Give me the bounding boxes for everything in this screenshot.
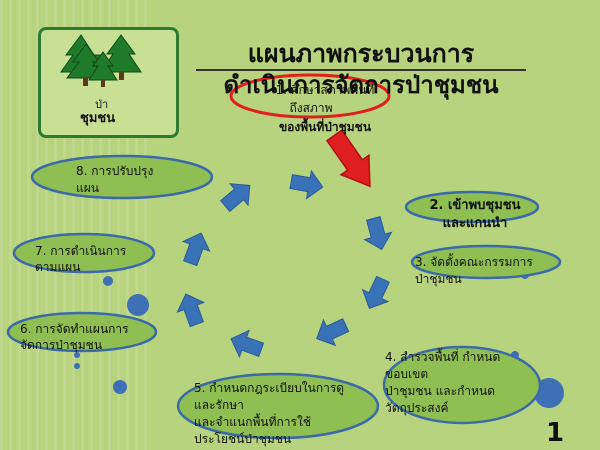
step-3-ellipse [410,244,562,280]
step-2-ellipse [404,190,540,224]
arrow-icon [176,293,206,328]
step-8-line2: แผน [76,181,99,195]
step-4-line1: 4. สำรวจพื้นที่ กำหนด [385,350,501,364]
logo-line1: ป่า [95,98,109,111]
tree-icon [60,34,142,87]
step-7-line1: 7. การดำเนินการ [35,244,127,258]
dot [534,378,564,408]
step-8-line1: 8. การปรับปรุง [76,164,154,178]
logo-box [38,27,179,138]
step-1-line2: ถึงสภาพ [289,101,333,115]
step-4-line4: วัตถุประสงค์ [385,401,449,415]
step-8-ellipse [30,154,214,200]
highlight-ring [229,73,391,119]
step-4-line3: ป่าชุมชน และกำหนด [385,384,496,398]
page-number: 1 [546,418,565,448]
step-5-line3: และจำแนกพื้นที่การใช้ [194,415,311,429]
step-1-line1: 1. ศึกษาสภาพพื้นที่ [275,83,375,97]
step-6-line2: จัดการป่าชุมชน [20,338,103,352]
step-7-line2: ตามแผน [35,260,81,274]
step-3-line1: 3. จัดตั้งคณะกรรมการ [415,255,533,269]
step-5-line2: และรักษา [194,398,244,412]
arrow-icon [181,232,211,267]
step-1-line3: ของพื้นที่ป่าชุมชน [278,120,372,134]
dot [74,352,80,358]
dot [127,294,149,316]
arrow-icon [220,183,251,213]
arrow-icon [361,275,390,309]
step-6-ellipse [6,311,158,353]
dot [103,276,113,286]
arrow-icon [230,329,265,359]
step-4-line2: ขอบเขต [385,367,429,381]
arrow-icon [363,216,393,251]
page-title-line2: ดำเนินการจัดการป่าชุมชน [223,71,499,99]
step-3-line2: ป่าชุมชน [415,272,462,286]
step-5-line4: ประโยชน์ป่าชุมชน [194,432,292,446]
arrow-icon [289,169,324,200]
step-2-line2: และแกนนำ [442,216,508,231]
highlight-arrow-icon [325,129,371,188]
dot [113,380,127,394]
step-2-line1: 2. เข้าพบชุมชน [429,198,521,213]
step-6-line1: 6. การจัดทำแผนการ [20,322,129,336]
step-7-ellipse [12,232,156,274]
step-5-ellipse [176,372,380,440]
page-title: แผนภาพกระบวนการ [196,38,526,71]
arrow-icon [316,318,350,347]
dot [74,363,80,369]
step-4-ellipse [382,345,542,425]
logo-line2: ชุมชน [80,111,116,126]
step-5-line1: 5. กำหนดกฎระเบียบในการดู [194,381,345,395]
